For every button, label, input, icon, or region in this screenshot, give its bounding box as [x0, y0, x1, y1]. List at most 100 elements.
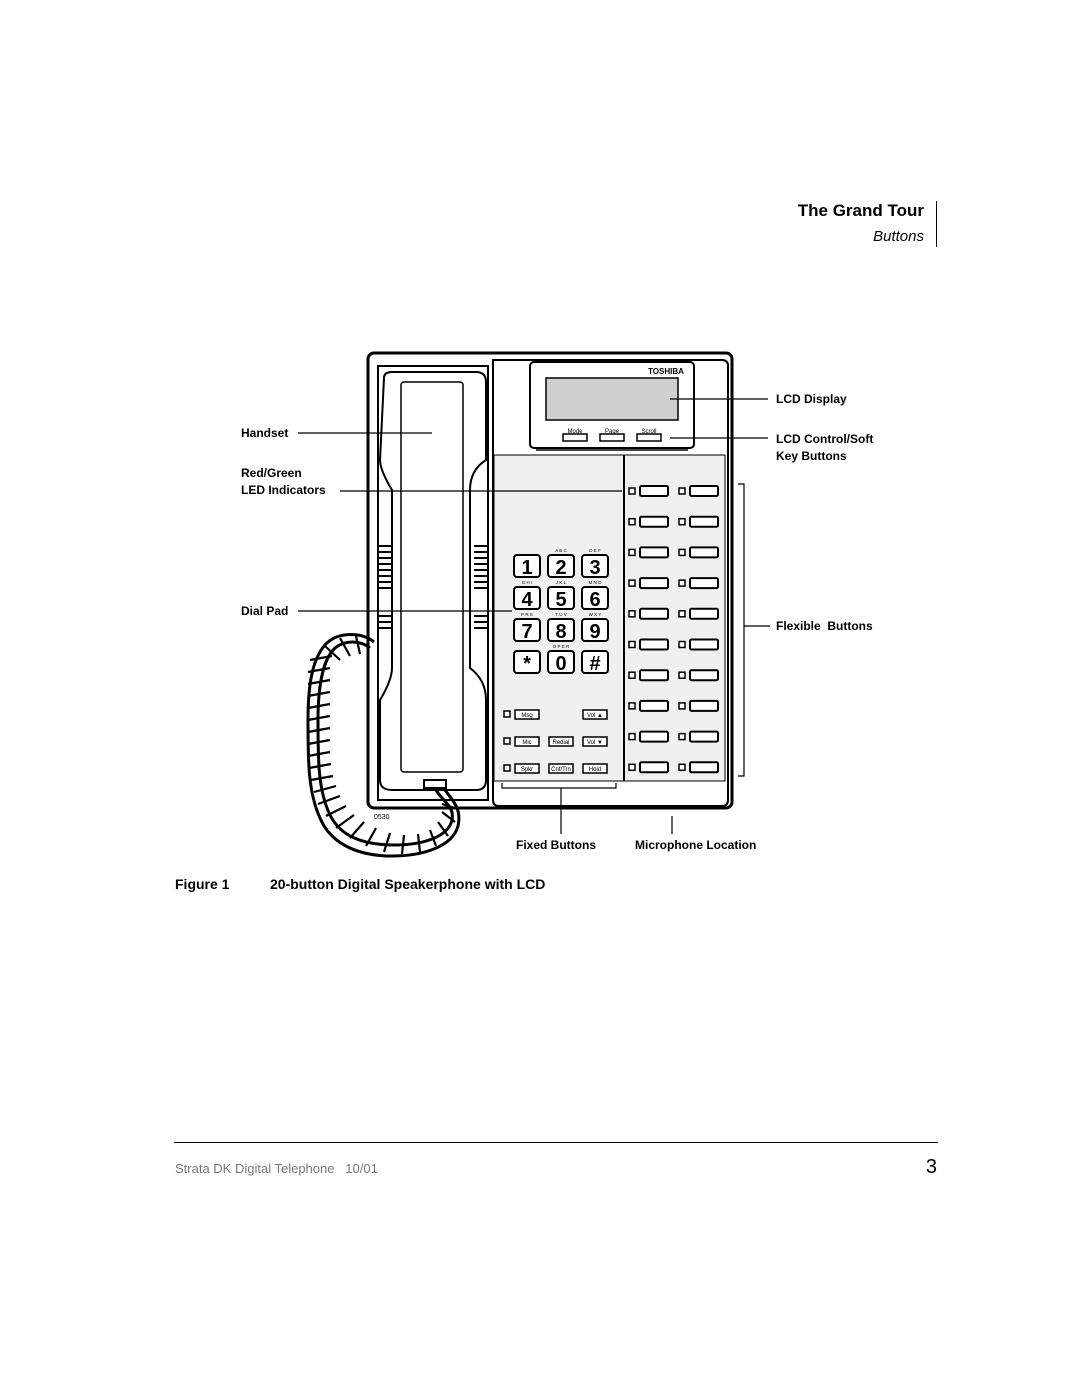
svg-text:M N O: M N O: [589, 580, 602, 585]
section-subtitle: Buttons: [873, 228, 924, 245]
fixed-button[interactable]: Msg: [514, 709, 540, 720]
callout-key-buttons: Key Buttons: [776, 449, 847, 463]
soft-key-label-page: Page: [605, 429, 620, 435]
callout-fixed-buttons: Fixed Buttons: [516, 838, 596, 852]
figure-caption: 20-button Digital Speakerphone with LCD: [270, 876, 546, 892]
speaker-grille-left: [378, 545, 392, 629]
dial-key-star[interactable]: *: [513, 650, 541, 675]
svg-text:2: 2: [555, 557, 566, 579]
fixed-button[interactable]: Spkr: [514, 763, 540, 774]
flexible-button[interactable]: [678, 607, 719, 620]
callout-lines: [298, 398, 770, 834]
svg-text:0: 0: [555, 653, 566, 675]
fixed-button[interactable]: Vol ▼: [582, 736, 608, 747]
soft-key-page[interactable]: [599, 433, 625, 442]
svg-text:Msg: Msg: [521, 713, 532, 719]
handset-inner: [400, 381, 464, 773]
svg-text:Vol ▲: Vol ▲: [587, 713, 603, 719]
figure-number: Figure 1: [175, 876, 230, 892]
fixed-led: [503, 710, 511, 718]
flexible-button[interactable]: [628, 546, 669, 559]
fixed-led: [503, 737, 511, 745]
soft-key-label-scroll: Scroll: [641, 429, 656, 435]
flexible-button[interactable]: [628, 699, 669, 712]
lcd-display: [545, 377, 679, 421]
dial-key-5[interactable]: 5J K L: [547, 580, 575, 611]
svg-text:4: 4: [521, 589, 533, 611]
flexible-button[interactable]: [678, 669, 719, 682]
svg-text:Spkr: Spkr: [521, 767, 533, 773]
led-indicator: [678, 517, 686, 526]
fixed-button[interactable]: Redial: [548, 736, 574, 747]
svg-text:8: 8: [555, 621, 566, 643]
soft-key-scroll[interactable]: [636, 433, 662, 442]
header-rule: [936, 201, 937, 247]
fixed-button[interactable]: Vol ▲: [582, 709, 608, 720]
flexible-button[interactable]: [678, 546, 719, 559]
svg-text:D E F: D E F: [589, 548, 601, 553]
cord-plug: [423, 779, 447, 789]
handset: [378, 371, 487, 791]
dial-key-3[interactable]: 3 D E F: [581, 548, 609, 579]
flexible-button[interactable]: [628, 607, 669, 620]
svg-text:P R S: P R S: [521, 612, 533, 617]
callout-lcd-control: LCD Control/Soft: [776, 432, 874, 446]
fixed-button[interactable]: Hold: [582, 763, 608, 774]
dial-key-0[interactable]: 0O P E R: [547, 644, 575, 675]
led-indicator: [628, 517, 636, 526]
svg-text:5: 5: [555, 589, 566, 611]
fixed-button[interactable]: Cnf/Trn: [548, 763, 574, 774]
flexible-button[interactable]: [628, 485, 669, 497]
flexible-buttons-group: [628, 485, 719, 774]
soft-keys: Mode Page Scroll: [562, 429, 662, 442]
led-indicator: [628, 763, 636, 772]
svg-text:Hold: Hold: [589, 767, 601, 773]
svg-text:W X Y: W X Y: [589, 612, 602, 617]
dial-key-8[interactable]: 8T U V: [547, 612, 575, 643]
dial-key-7[interactable]: 7P R S: [513, 612, 541, 643]
svg-text:G H I: G H I: [522, 580, 533, 585]
led-indicator: [628, 579, 636, 587]
dial-key-6[interactable]: 6M N O: [581, 580, 609, 611]
svg-text:Redial: Redial: [552, 740, 569, 746]
dial-key-9[interactable]: 9 W X Y: [581, 612, 609, 643]
flexible-button[interactable]: [628, 730, 669, 743]
dial-key-4[interactable]: 4 G H I: [513, 580, 541, 611]
callout-flexible-buttons: Flexible Buttons: [776, 619, 873, 633]
soft-key-label-mode: Mode: [567, 429, 583, 435]
svg-text:Mic: Mic: [522, 740, 531, 746]
flexible-button[interactable]: [628, 761, 669, 774]
callout-microphone-location: Microphone Location: [635, 838, 757, 852]
soft-key-mode[interactable]: [562, 433, 588, 442]
flexible-button[interactable]: [628, 638, 669, 651]
dial-key-2[interactable]: 2A B C: [547, 548, 575, 579]
fixed-button[interactable]: Mic: [514, 736, 540, 747]
led-indicator: [678, 732, 686, 741]
flexible-button[interactable]: [628, 669, 669, 682]
coiled-cord: [306, 633, 461, 858]
footer-rule: [174, 1142, 938, 1143]
flexible-button[interactable]: [678, 638, 719, 651]
flexible-button[interactable]: [678, 699, 719, 712]
section-title: The Grand Tour: [797, 201, 924, 220]
led-indicator: [628, 702, 636, 710]
flexible-button[interactable]: [678, 730, 719, 743]
dial-key-1[interactable]: 1: [513, 554, 541, 579]
led-indicator: [628, 487, 636, 495]
flexible-button[interactable]: [678, 577, 719, 590]
flexible-button[interactable]: [678, 761, 719, 774]
dial-key-hash[interactable]: #: [581, 650, 609, 675]
callout-led-indicators: LED Indicators: [241, 483, 326, 497]
model-code: 0530: [374, 814, 390, 821]
led-indicator: [628, 671, 636, 679]
flexible-button[interactable]: [678, 515, 719, 528]
led-indicator: [678, 763, 686, 772]
svg-text:9: 9: [589, 621, 600, 643]
svg-text:Cnf/Trn: Cnf/Trn: [551, 767, 571, 773]
svg-text:3: 3: [589, 557, 600, 579]
led-indicator: [678, 640, 686, 649]
flexible-button[interactable]: [678, 485, 719, 497]
flexible-button[interactable]: [628, 515, 669, 528]
flexible-button[interactable]: [628, 577, 669, 590]
